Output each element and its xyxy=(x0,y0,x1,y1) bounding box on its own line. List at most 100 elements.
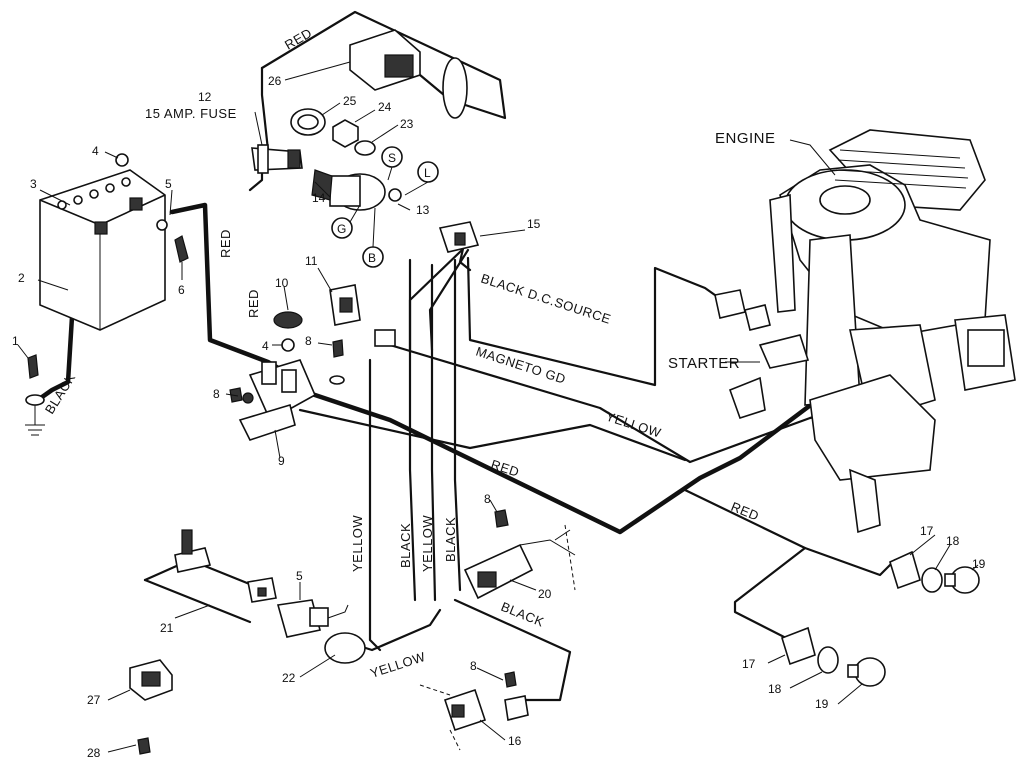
label-yellow-engine: YELLOW xyxy=(604,409,663,441)
switch-hardware xyxy=(290,108,376,156)
callout-22: 22 xyxy=(282,671,296,685)
callout-26: 26 xyxy=(268,74,282,88)
wire-red-top-left xyxy=(260,66,270,152)
terminal-g-text: G xyxy=(337,222,346,236)
callout-6: 6 xyxy=(178,283,185,297)
screw xyxy=(229,339,517,688)
headlight-upper xyxy=(889,550,980,594)
terminal-b: B xyxy=(362,246,384,268)
seat-switch xyxy=(174,529,277,603)
wire-black-lower xyxy=(453,598,572,702)
label-yellow-vertical: YELLOW xyxy=(350,515,365,572)
label-engine: ENGINE xyxy=(715,130,776,147)
callout-numbers: 1 2 3 4 4 5 5 6 8 8 8 8 9 10 11 12 13 14… xyxy=(12,74,986,760)
callout-20: 20 xyxy=(538,587,552,601)
wire-yellow-engine xyxy=(298,408,687,462)
battery-terminal-positive xyxy=(129,197,143,211)
callout-15: 15 xyxy=(527,217,541,231)
nut-24 xyxy=(332,119,359,148)
callout-9: 9 xyxy=(278,454,285,468)
label-black-dc-source: BLACK D.C.SOURCE xyxy=(479,271,613,327)
connector-5-lower xyxy=(276,599,349,638)
callout-8-a: 8 xyxy=(305,334,312,348)
label-fuse: 15 AMP. FUSE xyxy=(145,106,237,121)
label-yellow-vertical-2: YELLOW xyxy=(420,515,435,572)
callout-5-lower: 5 xyxy=(296,569,303,583)
harness-loop xyxy=(442,57,468,119)
callout-8-b: 8 xyxy=(213,387,220,401)
callout-13: 13 xyxy=(416,203,430,217)
switch-terminal-labels: S L G B xyxy=(331,146,439,268)
callout-14: 14 xyxy=(312,191,326,205)
callout-17-lower: 17 xyxy=(742,657,756,671)
washer-23 xyxy=(354,140,376,156)
label-red-vertical: RED xyxy=(218,229,233,258)
starter-solenoid xyxy=(238,359,317,441)
battery-terminal-negative xyxy=(94,221,108,235)
terminal-g: G xyxy=(331,217,353,239)
magneto-connector xyxy=(374,329,396,347)
component-10 xyxy=(273,311,303,329)
label-black-lower: BLACK xyxy=(499,599,546,630)
wire-black-vertical-2 xyxy=(453,258,462,592)
wire-black-dc-source xyxy=(466,256,724,387)
terminal-s-text: S xyxy=(388,151,396,165)
callout-5-top: 5 xyxy=(165,177,172,191)
bracket-screw xyxy=(137,737,151,755)
battery xyxy=(39,169,166,331)
terminal-b-text: B xyxy=(368,251,376,265)
bracket xyxy=(129,659,173,701)
fuse-15-amp xyxy=(251,144,303,174)
wire-harness-cross-2 xyxy=(428,248,470,352)
terminal-l: L xyxy=(417,161,439,183)
callout-12: 12 xyxy=(198,90,212,104)
callout-2: 2 xyxy=(18,271,25,285)
label-yellow-lower: YELLOW xyxy=(368,649,427,681)
callout-11: 11 xyxy=(305,254,318,268)
callout-18-lower: 18 xyxy=(768,682,782,696)
callout-19-upper: 19 xyxy=(972,557,986,571)
callout-18-upper: 18 xyxy=(946,534,960,548)
callout-1: 1 xyxy=(12,334,19,348)
callout-24: 24 xyxy=(378,100,392,114)
connector-15 xyxy=(438,221,480,253)
callout-16: 16 xyxy=(508,734,522,748)
callout-28: 28 xyxy=(87,746,101,760)
wire-red-main xyxy=(297,365,863,535)
callout-23: 23 xyxy=(400,117,414,131)
terminal-l-text: L xyxy=(424,166,431,180)
relay-11 xyxy=(329,284,361,326)
callout-21: 21 xyxy=(160,621,174,635)
engine-fins xyxy=(834,149,969,189)
wires xyxy=(32,10,897,702)
connector-20 xyxy=(463,524,576,600)
label-starter: STARTER xyxy=(668,355,740,372)
terminal-nut xyxy=(115,153,295,352)
callout-25: 25 xyxy=(343,94,357,108)
headlight-lower xyxy=(781,626,886,687)
ground-strap xyxy=(324,632,366,664)
label-red-small: RED xyxy=(246,289,261,318)
ignition-switch xyxy=(311,169,402,211)
callout-17-upper: 17 xyxy=(920,524,934,538)
callout-leaders xyxy=(17,61,979,753)
callout-27: 27 xyxy=(87,693,101,707)
wire-21-lower xyxy=(143,578,252,624)
callout-3: 3 xyxy=(30,177,37,191)
switch-16 xyxy=(419,684,529,751)
key-connector xyxy=(349,29,468,119)
component-labels: ENGINE STARTER 15 AMP. FUSE xyxy=(145,106,776,372)
ground-bolt xyxy=(25,354,45,436)
label-black-vertical-1: BLACK xyxy=(398,523,413,568)
terminal-s: S xyxy=(381,146,403,168)
wire-harness-cross-1 xyxy=(408,248,464,352)
label-black-vertical-2: BLACK xyxy=(443,517,458,562)
terminal-bolt xyxy=(156,219,189,263)
engine xyxy=(714,129,1016,534)
callout-8-d: 8 xyxy=(470,659,477,673)
callout-4-mid: 4 xyxy=(262,339,269,353)
callout-10: 10 xyxy=(275,276,289,290)
label-red-top: RED xyxy=(282,25,315,52)
